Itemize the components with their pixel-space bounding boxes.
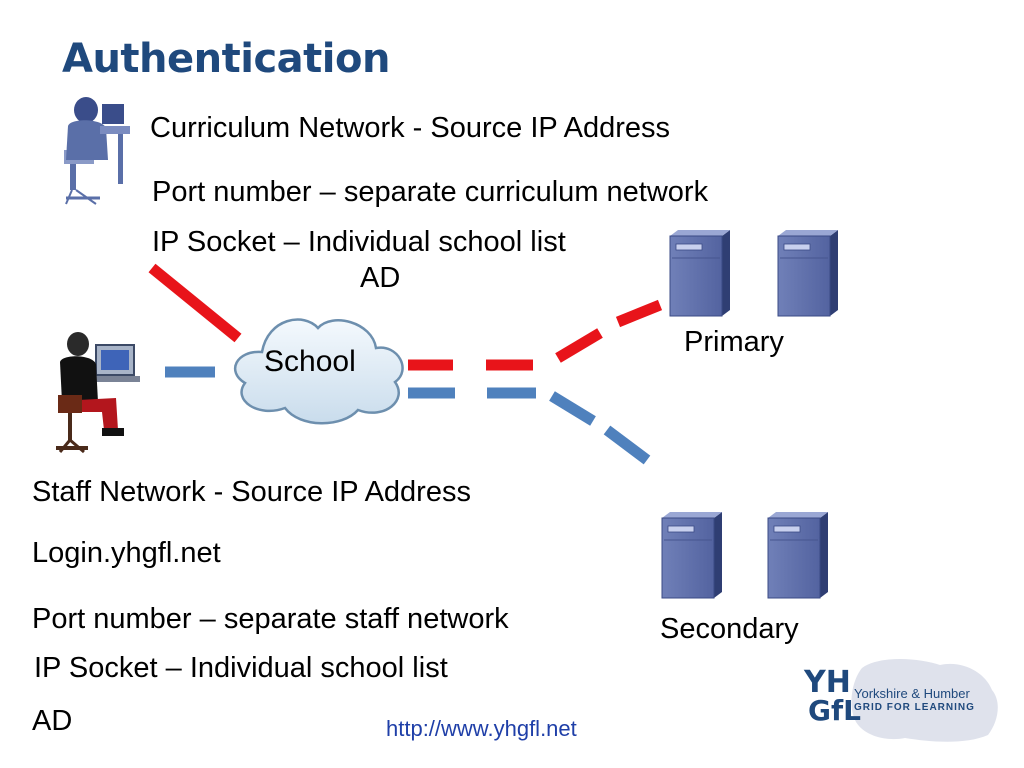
curriculum-link (148, 263, 663, 371)
primary-label: Primary (684, 326, 784, 358)
school-label: School (264, 345, 356, 378)
logo-mark-bottom: GfL (808, 694, 862, 727)
school-cloud-icon (233, 318, 404, 425)
page-title: Authentication (62, 36, 390, 82)
yhgfl-logo: YH GfL Yorkshire & Humber GRID FOR LEARN… (800, 668, 1000, 730)
staff-login: Login.yhgfl.net (32, 537, 221, 569)
primary-server-icons (669, 229, 839, 317)
logo-line2: GRID FOR LEARNING (854, 702, 975, 713)
footer-url-link[interactable]: http://www.yhgfl.net (386, 716, 577, 741)
logo-line1: Yorkshire & Humber (854, 686, 970, 701)
curriculum-user-icon (64, 97, 130, 205)
logo-mark-top: YH (804, 665, 851, 700)
curriculum-ad: AD (360, 262, 401, 294)
staff-port: Port number – separate staff network (32, 603, 509, 635)
staff-socket: IP Socket – Individual school list (34, 652, 448, 684)
secondary-label: Secondary (660, 613, 799, 645)
curriculum-socket: IP Socket – Individual school list (152, 226, 566, 258)
staff-user-icon (56, 332, 140, 454)
staff-heading: Staff Network - Source IP Address (32, 476, 471, 508)
curriculum-port: Port number – separate curriculum networ… (152, 176, 709, 208)
yorkshire-map-icon (851, 659, 998, 742)
staff-ad: AD (32, 705, 73, 737)
curriculum-heading: Curriculum Network - Source IP Address (150, 112, 671, 144)
staff-link (165, 366, 651, 465)
secondary-server-icons (661, 511, 829, 599)
